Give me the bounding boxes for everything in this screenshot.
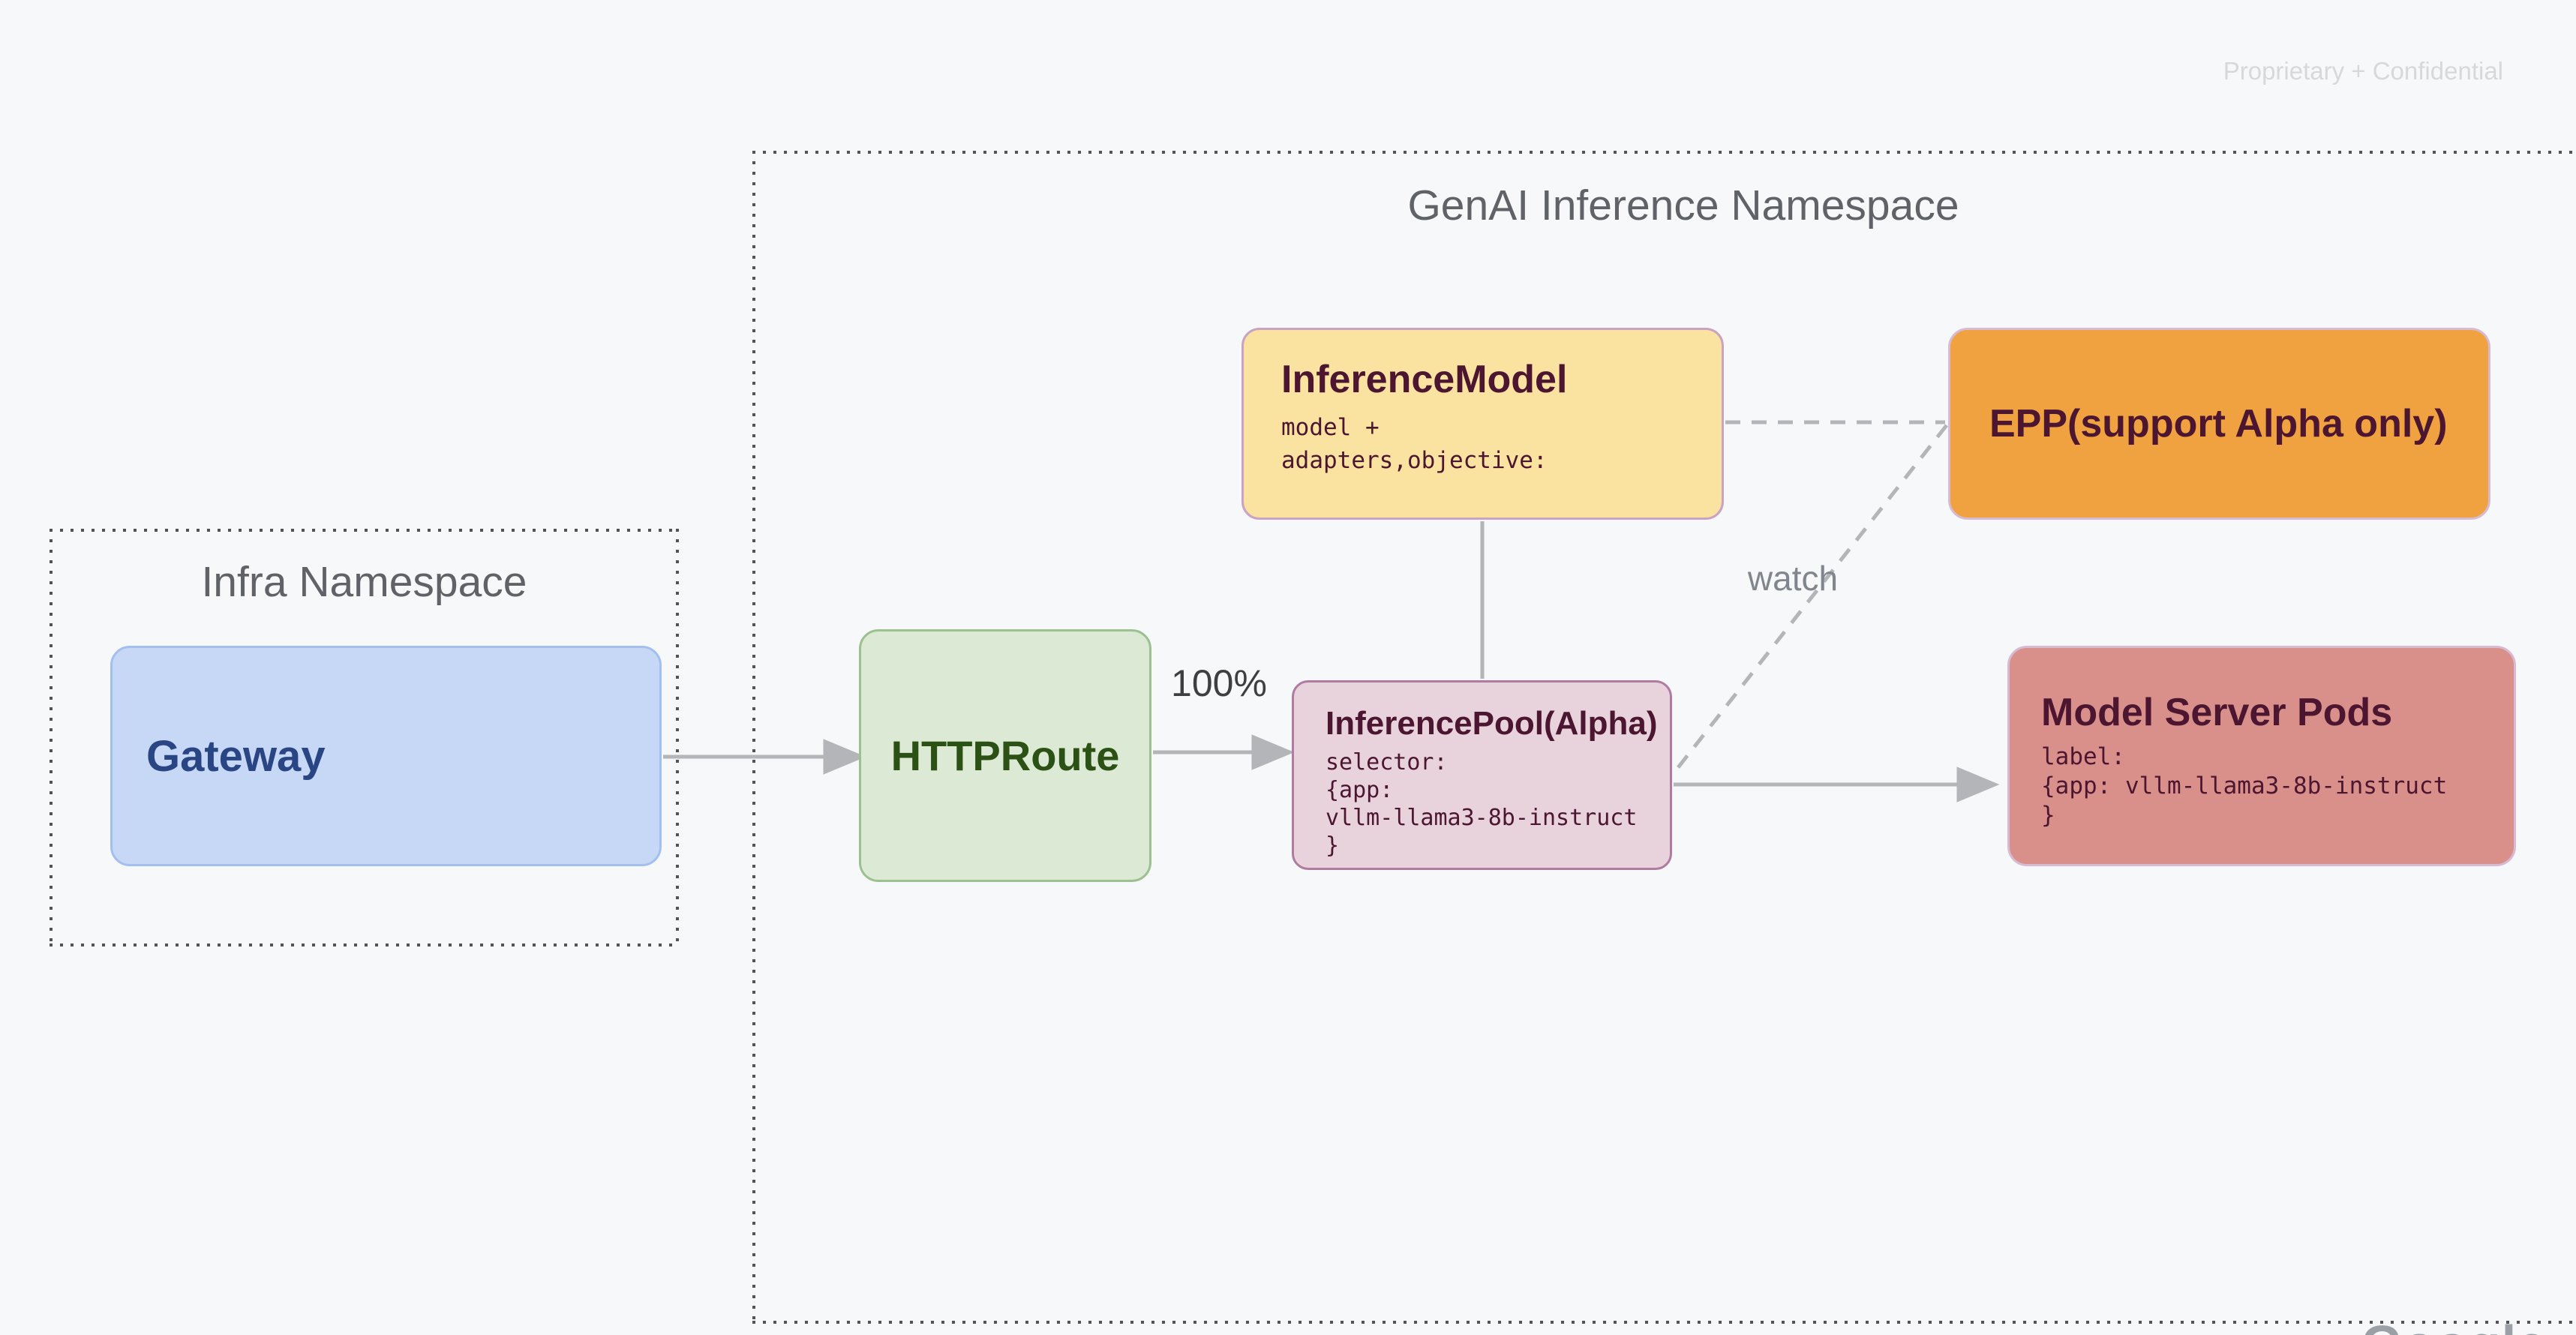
inference-model-title: InferenceModel — [1281, 358, 1568, 401]
infra-namespace-border-right — [676, 529, 679, 946]
genai-namespace-border-left — [752, 151, 755, 1322]
route-weight-label: 100% — [1171, 662, 1267, 704]
inference-model-node[interactable]: InferenceModel model + adapters,objectiv… — [1241, 328, 1724, 520]
inference-pool-details: selector: {app: vllm-llama3-8b-instruct … — [1326, 749, 1638, 859]
inference-pool-node[interactable]: InferencePool(Alpha) selector: {app: vll… — [1292, 680, 1672, 870]
google-logo-partial: Google — [2361, 1318, 2547, 1335]
epp-label: EPP(support Alpha only) — [1989, 402, 2448, 446]
httproute-label: HTTPRoute — [890, 732, 1120, 779]
arrowhead-inferencepool-to-pods — [1956, 766, 2000, 802]
inference-model-details: model + adapters,objective: — [1281, 414, 1548, 474]
infra-namespace-border-bottom — [50, 944, 679, 946]
infra-namespace-title: Infra Namespace — [201, 558, 527, 606]
genai-namespace-border-top — [752, 151, 2576, 154]
model-server-pods-node[interactable]: Model Server Pods label: {app: vllm-llam… — [2007, 646, 2516, 866]
confidential-note: Proprietary + Confidential — [2223, 57, 2503, 85]
model-server-pods-title: Model Server Pods — [2041, 691, 2393, 734]
genai-namespace-border-bottom — [752, 1321, 2576, 1324]
model-server-pods-details: label: {app: vllm-llama3-8b-instruct } — [2041, 743, 2448, 829]
epp-node[interactable]: EPP(support Alpha only) — [1948, 328, 2490, 520]
genai-namespace-title: GenAI Inference Namespace — [1407, 182, 1959, 230]
arrowhead-gateway-to-httproute — [823, 739, 866, 775]
infra-namespace-border-left — [50, 529, 53, 946]
inference-pool-title: InferencePool(Alpha) — [1326, 705, 1658, 742]
gateway-node[interactable]: Gateway — [110, 646, 662, 866]
httproute-node[interactable]: HTTPRoute — [859, 629, 1151, 882]
infra-namespace-border-top — [50, 529, 679, 532]
gateway-label: Gateway — [146, 731, 326, 781]
arrowhead-httproute-to-inferencepool — [1251, 734, 1295, 770]
watch-label: watch — [1747, 559, 1839, 598]
